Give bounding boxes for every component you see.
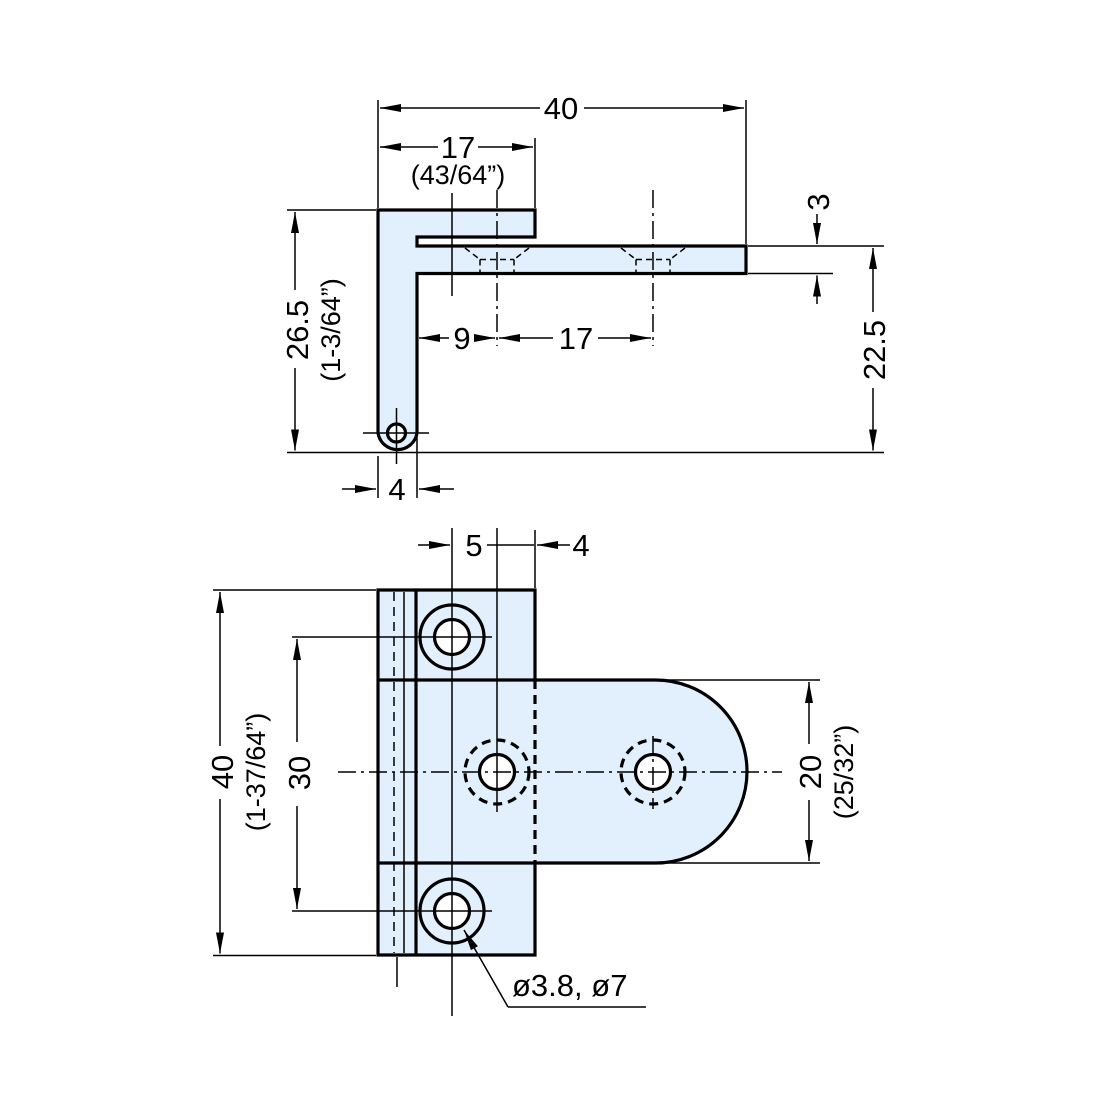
dim-side-flange-to-bottom: 22.5 [857,248,892,451]
hole-callout: ø3.8, ø7 [463,929,646,1008]
countersink-hole-hidden-right [620,247,686,272]
dim-text: 40 [205,755,240,789]
dim-side-plate-width: 17 (43/64”) [380,130,533,190]
dim-front-height: 40 (1-37/64”) [205,592,271,954]
dim-text-inch: (25/32”) [829,725,859,820]
dim-front-hole-spacing: 5 4 [418,528,590,563]
dim-side-hole-pitch: 17 [499,321,651,356]
dim-text: 4 [572,528,589,563]
dim-side-overall-width: 40 [380,91,744,126]
countersink-hole-hidden-left [464,247,530,272]
leader-line [463,929,509,1008]
dim-side-flange-thickness: 3 [801,193,836,304]
dim-text: 3 [801,193,836,210]
countersink-edge [464,247,481,261]
dim-text: 40 [544,91,578,126]
countersink-edge [669,247,686,261]
countersink-edge [620,247,637,261]
dim-text: 5 [465,528,482,563]
dim-text: 30 [282,756,317,790]
dim-text: 17 [559,321,593,356]
front-view: 5 4 40 (1-37/64”) 30 20 (25/32”) ø3.8, ø… [205,528,859,1016]
dim-front-hole-pitch: 30 [282,639,317,909]
dim-text-inch: (1-3/64”) [316,278,346,382]
countersink-edge [513,247,530,261]
dim-text: 26.5 [280,300,315,360]
dim-text-inch: (1-37/64”) [241,713,271,832]
callout-text: ø3.8, ø7 [512,968,627,1003]
dim-side-leg-thickness: 4 [342,472,454,507]
dim-text: 22.5 [857,320,892,380]
side-view: 40 17 (43/64”) 9 17 26.5 (1-3/64”) [280,91,892,507]
dim-text: 20 [793,755,828,789]
dim-side-hole-offset: 9 [419,321,495,356]
dim-front-tab-height: 20 (25/32”) [793,682,859,861]
dim-text-inch: (43/64”) [411,160,506,190]
dim-text: 4 [388,472,405,507]
dim-text: 17 [441,130,475,165]
side-view-part-outline [376,208,748,452]
dim-text: 9 [453,321,470,356]
dim-side-height: 26.5 (1-3/64”) [280,212,346,451]
